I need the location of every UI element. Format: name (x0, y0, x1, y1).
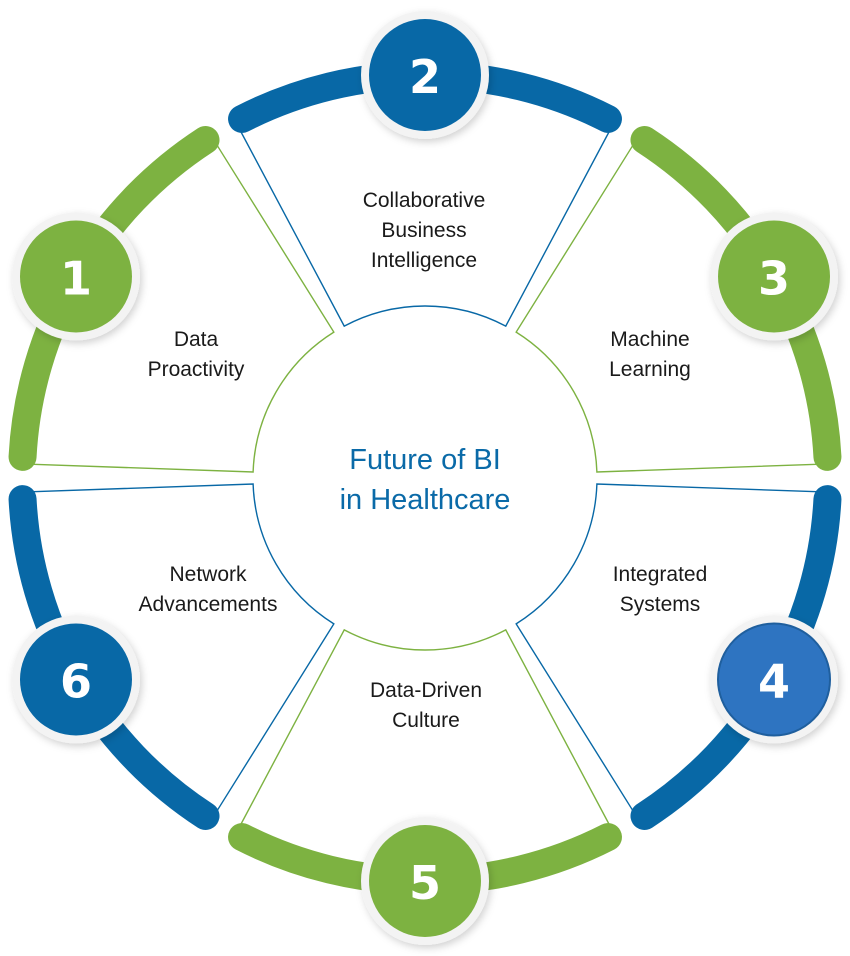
petal-outline-1 (33, 145, 335, 473)
badge-number: 5 (409, 856, 441, 910)
label-line: Proactivity (147, 358, 245, 381)
label-line: Data-Driven (369, 679, 483, 702)
badge-number: 2 (409, 50, 441, 104)
label-line: Business (381, 219, 467, 242)
step-badge-1: 1 (11, 212, 140, 341)
label-line: Culture (392, 709, 460, 732)
badge-circle (19, 220, 132, 333)
badge-number: 6 (60, 655, 92, 709)
label-line: Data (173, 328, 219, 351)
petal-outline-3 (515, 145, 817, 473)
label-line: Integrated (612, 563, 708, 586)
label-line: Network (169, 563, 247, 586)
step-label-5: Data-Driven Culture (316, 676, 536, 736)
center-title-line2: in Healthcare (339, 484, 511, 516)
petal-outline-6 (33, 483, 335, 811)
center-title-line1: Future of BI (349, 444, 501, 476)
petal-outline-2 (240, 131, 610, 328)
badge-circle (369, 19, 481, 131)
badge-number: 4 (758, 655, 790, 709)
petal-outline-5 (240, 628, 610, 825)
badge-number: 1 (60, 252, 92, 306)
step-label-4: Integrated Systems (550, 560, 770, 620)
step-label-2: Collaborative Business Intelligence (314, 186, 534, 276)
badge-circle (718, 220, 831, 333)
label-line: Learning (609, 358, 691, 381)
label-line: Machine (610, 328, 690, 351)
center-title: Future of BI in Healthcare (275, 440, 575, 520)
label-line: Systems (619, 593, 701, 616)
step-label-1: Data Proactivity (86, 325, 306, 385)
step-badge-4: 4 (710, 615, 839, 744)
badge-circle (19, 623, 132, 736)
label-line: Collaborative (362, 189, 486, 212)
petal-outline-4 (515, 483, 817, 811)
step-badge-5: 5 (361, 817, 489, 945)
step-badge-6: 6 (11, 615, 140, 744)
step-label-6: Network Advancements (98, 560, 318, 620)
step-badge-3: 3 (710, 212, 839, 341)
badge-number: 3 (758, 252, 790, 306)
step-label-3: Machine Learning (540, 325, 760, 385)
badge-circle (717, 622, 832, 737)
label-line: Advancements (138, 593, 278, 616)
label-line: Intelligence (370, 249, 478, 272)
badge-circle (369, 825, 481, 937)
step-badge-2: 2 (361, 11, 489, 139)
